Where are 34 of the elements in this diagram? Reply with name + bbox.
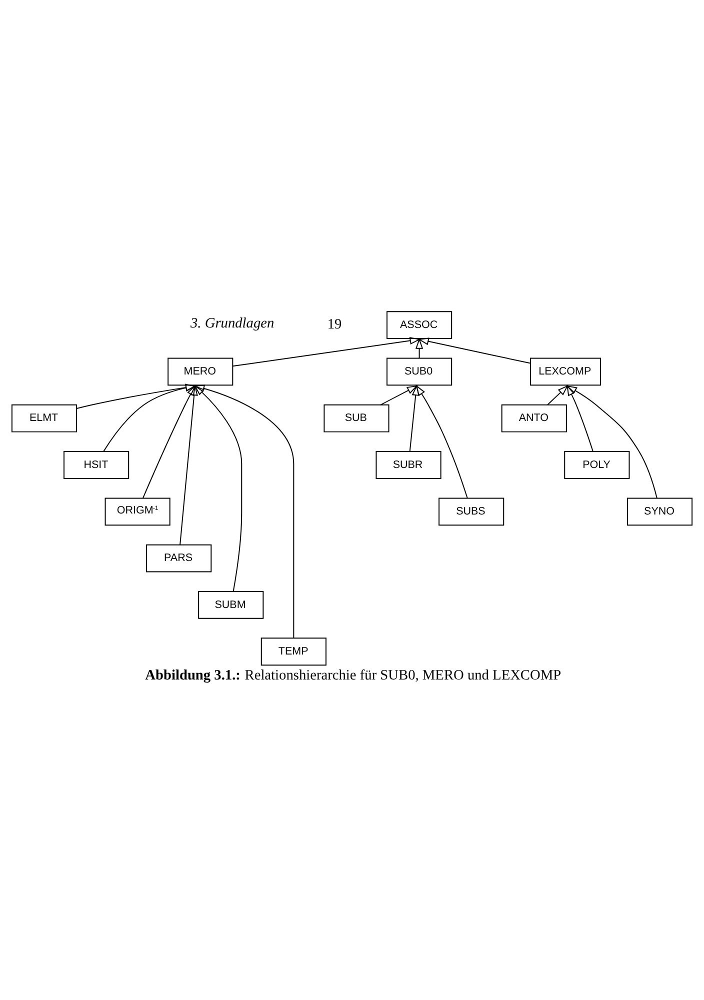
node-box: ELMT — [11, 404, 78, 432]
arrow — [180, 384, 198, 546]
caption: Abbildung 3.1.: Relationshierarchie für SUB0, MERO und LEXCOMP — [145, 667, 562, 684]
arrow — [566, 384, 594, 452]
node-box: ORIGM$^{-1}$ — [104, 498, 170, 526]
node-box: POLY — [564, 451, 630, 479]
arrow — [232, 336, 421, 367]
arrow — [76, 384, 196, 410]
arrow — [415, 338, 424, 359]
node-box: MERO — [168, 358, 234, 386]
arrow — [409, 384, 420, 452]
node-box: SUBS — [438, 498, 504, 526]
node-box: PARS — [146, 544, 212, 572]
label: 19 — [327, 316, 342, 332]
arrow — [566, 385, 658, 499]
node-box: SUB0 — [386, 358, 452, 386]
node-box: SUBR — [376, 451, 442, 479]
node-box: HSIT — [64, 451, 130, 479]
arrow — [194, 385, 242, 592]
node-box: ANTO — [501, 404, 567, 432]
arrow — [380, 385, 418, 406]
node-box: SUB — [324, 404, 390, 432]
arrow — [416, 384, 468, 499]
node-box: SYNO — [626, 498, 693, 526]
arrow — [194, 384, 294, 638]
arrow — [103, 384, 196, 452]
arrow — [142, 384, 196, 498]
node-box: ASSOC — [386, 311, 452, 339]
arrow — [547, 385, 568, 406]
label: 3. Grundlagen — [190, 316, 274, 332]
node-box: SUBM — [198, 591, 264, 619]
node-box: TEMP — [260, 638, 326, 666]
node-box: LEXCOMP — [530, 358, 602, 386]
arrow — [418, 338, 531, 364]
